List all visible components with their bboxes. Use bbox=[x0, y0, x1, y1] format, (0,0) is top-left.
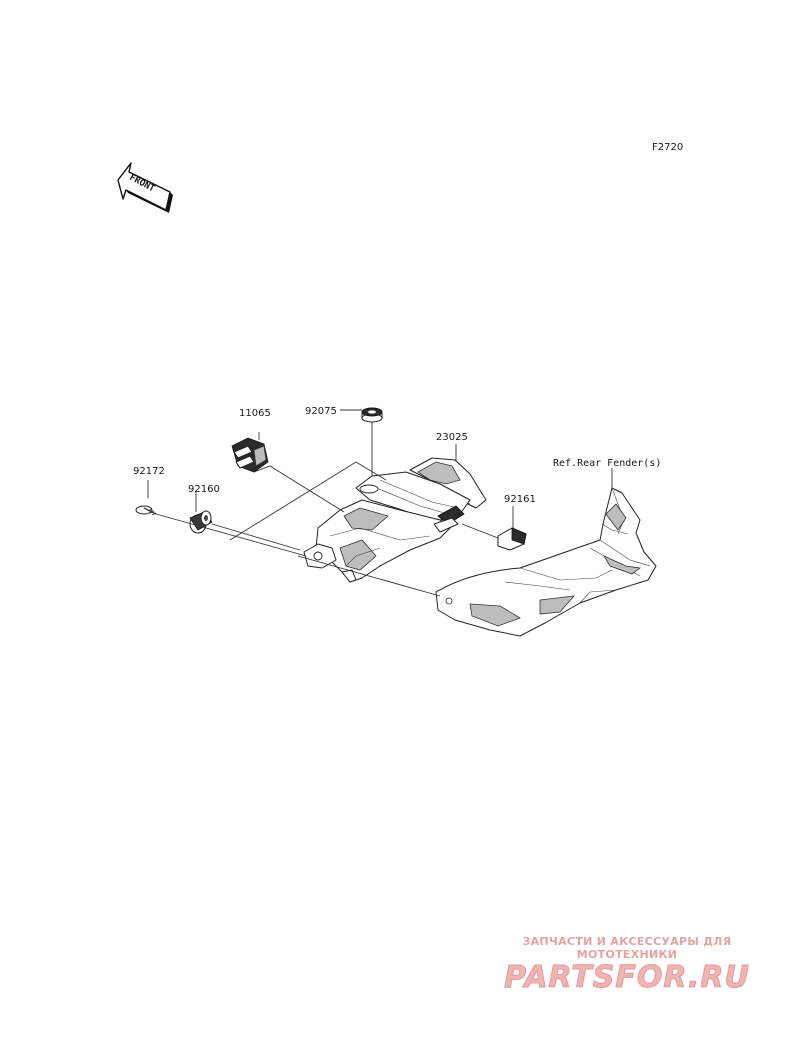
callout-23025: 23025 bbox=[436, 432, 468, 443]
tail-light-housing-shape bbox=[303, 457, 487, 583]
socket-11065-shape bbox=[231, 437, 269, 473]
damper-92161-shape bbox=[497, 527, 527, 551]
callout-92075: 92075 bbox=[305, 406, 337, 417]
front-arrow-icon: FRONT bbox=[117, 162, 173, 213]
callout-92161: 92161 bbox=[504, 494, 536, 505]
callout-92160: 92160 bbox=[188, 484, 220, 495]
leader-lines bbox=[147, 409, 613, 597]
callout-ref-rear-fender: Ref.Rear Fender(s) bbox=[553, 458, 661, 469]
watermark-tagline: ЗАПЧАСТИ И АКСЕССУАРЫ ДЛЯ МОТОТЕХНИКИ bbox=[522, 935, 732, 961]
callout-92172: 92172 bbox=[133, 466, 165, 477]
grommet-92075-shape bbox=[361, 407, 383, 423]
watermark-brand-logo: PARTSFOR.RU bbox=[504, 960, 750, 995]
callout-11065: 11065 bbox=[239, 408, 271, 419]
screw-92172-shape bbox=[135, 505, 157, 516]
watermark: ЗАПЧАСТИ И АКСЕССУАРЫ ДЛЯ МОТОТЕХНИКИ PA… bbox=[472, 935, 782, 995]
figure-code: F2720 bbox=[652, 142, 683, 153]
rear-fender-shape bbox=[435, 487, 657, 637]
grommet-92160-shape bbox=[189, 510, 213, 534]
